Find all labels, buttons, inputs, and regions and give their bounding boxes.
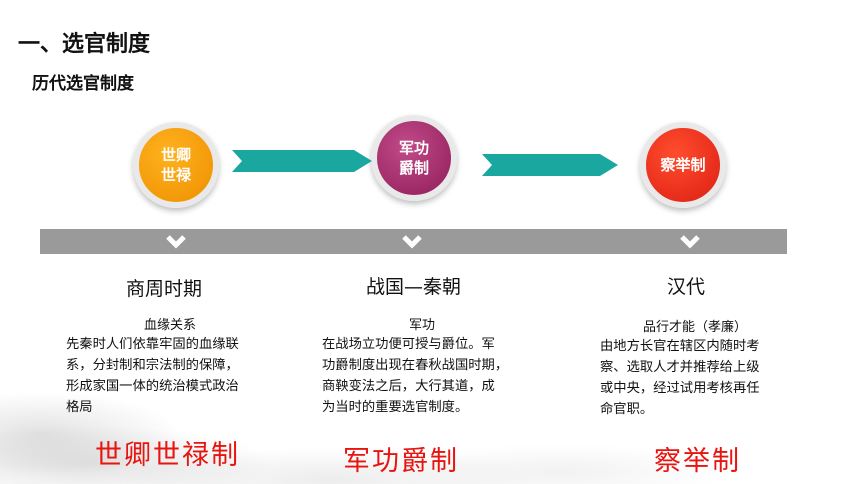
description-line: 商鞅变法之后，大行其道，成 <box>322 379 495 394</box>
era-label: 汉代 <box>667 276 706 298</box>
ink-wash-background <box>0 344 860 484</box>
description-line: 功爵制度出现在春秋战国时期， <box>322 358 509 373</box>
stage-description: 先秦时人们依靠牢固的血缘联 系，分封制和宗法制的保障， 形成家国一体的统治模式政… <box>66 334 239 418</box>
stage-description: 由地方长官在辖区内随时考 察、选取人才并推荐给上级 或中央，经过试用考核再任 命… <box>600 336 760 420</box>
page-title: 一、选官制度 <box>18 32 151 57</box>
description-line: 格局 <box>66 400 93 415</box>
era-label: 商周时期 <box>126 278 203 300</box>
system-label: 军功 <box>409 318 436 333</box>
description-line: 或中央，经过试用考核再任 <box>600 381 760 396</box>
stage-circle-chaju: 察举制 <box>640 122 726 208</box>
calligraphy-label: 世卿世禄制 <box>95 440 240 471</box>
description-line: 形成家国一体的统治模式政治 <box>66 379 239 394</box>
calligraphy-label: 军功爵制 <box>343 446 459 477</box>
teal-arrow-icon <box>482 154 618 176</box>
chevron-down-icon <box>402 235 422 249</box>
stage-circle-shiqing: 世卿 世禄 <box>133 122 219 208</box>
system-label: 血缘关系 <box>144 318 197 333</box>
page-subtitle: 历代选官制度 <box>32 74 134 94</box>
stage-description: 在战场立功便可授与爵位。军 功爵制度出现在春秋战国时期， 商鞅变法之后，大行其道… <box>322 334 508 418</box>
stage-circle-jungong: 军功 爵制 <box>371 115 457 201</box>
description-line: 系，分封制和宗法制的保障， <box>66 358 239 373</box>
description-line: 先秦时人们依靠牢固的血缘联 <box>66 337 239 352</box>
system-label: 品行才能（孝廉） <box>643 320 748 335</box>
description-line: 在战场立功便可授与爵位。军 <box>322 337 495 352</box>
description-line: 为当时的重要选官制度。 <box>322 400 469 415</box>
calligraphy-label: 察举制 <box>654 446 741 477</box>
teal-arrow-icon <box>232 150 372 172</box>
description-line: 命官职。 <box>600 402 654 417</box>
chevron-down-icon <box>680 235 700 249</box>
description-line: 察、选取人才并推荐给上级 <box>600 360 760 375</box>
era-label: 战国—秦朝 <box>366 276 462 298</box>
description-line: 由地方长官在辖区内随时考 <box>600 339 760 354</box>
chevron-down-icon <box>166 235 186 249</box>
